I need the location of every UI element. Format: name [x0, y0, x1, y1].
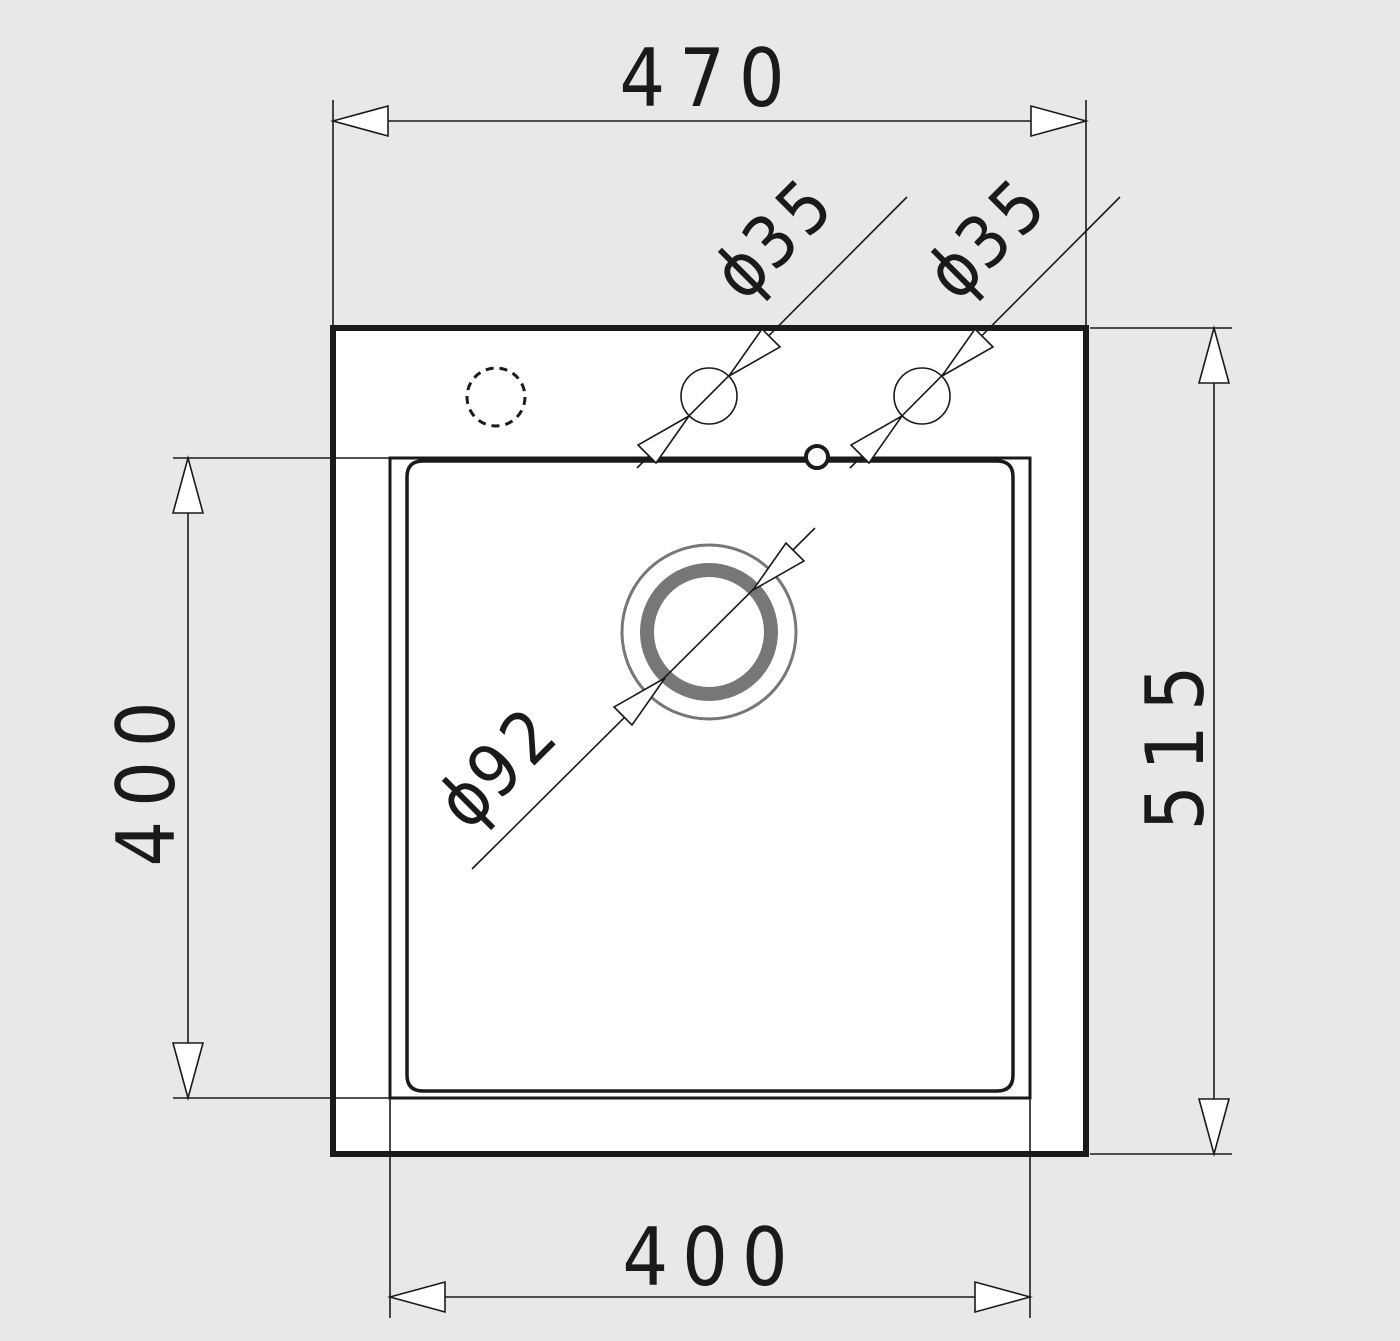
drain	[620, 543, 798, 721]
dim-tap-hole-1	[636, 196, 908, 469]
optional-tap-hole	[465, 366, 527, 428]
dim-overall-depth	[1090, 324, 1232, 1158]
dim-bowl-depth-label: 400	[100, 687, 193, 866]
dim-overall-width	[329, 100, 1090, 325]
dim-bowl-depth	[171, 454, 390, 1102]
dim-bowl-width	[386, 1098, 1034, 1318]
dim-overall-width-label: 470	[619, 32, 798, 125]
svg-text:ϕ35: ϕ35	[696, 159, 852, 315]
overflow-hole	[804, 444, 830, 470]
dim-tap-hole-2-label: ϕ35	[909, 159, 1065, 315]
svg-text:ϕ35: ϕ35	[909, 159, 1065, 315]
dim-drain	[471, 527, 816, 870]
tap-hole-2	[893, 367, 951, 425]
bowl-inner	[405, 459, 1015, 1093]
dim-tap-hole-1-label: ϕ35	[696, 159, 852, 315]
dim-overall-depth-label: 515	[1129, 651, 1222, 830]
dim-bowl-width-label: 400	[622, 1211, 801, 1304]
tap-hole-1	[680, 367, 738, 425]
dim-tap-hole-2	[849, 196, 1121, 469]
